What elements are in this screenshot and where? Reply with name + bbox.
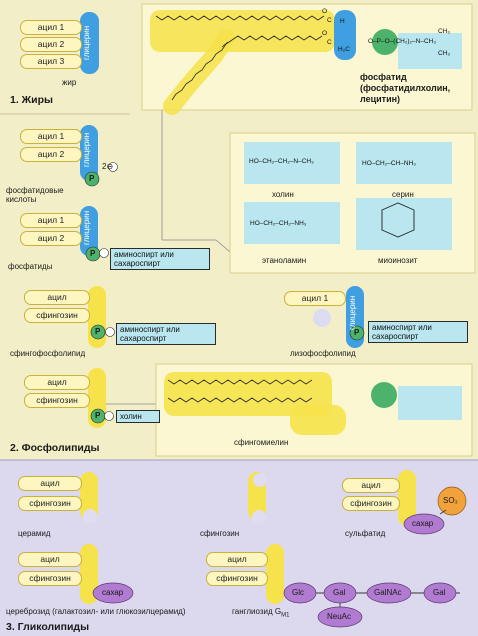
sugar-label-cerebroside: сахар (102, 588, 124, 597)
sphingosine-bar-ganglioside (266, 544, 284, 604)
sphingosine-bar-cerebroside (80, 544, 98, 604)
glc-label: Glc (292, 588, 304, 597)
sphingosine-caption: сфингозин (200, 529, 240, 538)
sphingosine-sulfatide: сфингозин (342, 496, 400, 511)
ganglioside-caption: ганглиозид GM1 (232, 607, 290, 619)
inositol-label: миоинозит (378, 256, 418, 265)
gal-2-label: Gal (433, 588, 446, 597)
sulfate-label: SO₃ (443, 496, 458, 505)
phosphate-circle-sphingomyelin (371, 382, 397, 408)
choline-formula: HO–CH₂–CH₂–N–CH₃ (249, 158, 314, 165)
acyl-2-phosphatides: ацил 2 (20, 231, 82, 246)
sugar-neuac (317, 606, 363, 628)
acyl-2-phosphatidic: ацил 2 (20, 147, 82, 162)
sphingosine-bar-sulfatide (398, 470, 416, 526)
phosphatidic-caption: фосфатидовые кислоты (6, 186, 64, 204)
choline-structure-box (244, 142, 340, 184)
sulfate-sulfatide (437, 486, 467, 516)
sugar-galnac (366, 582, 412, 604)
acyl-2-fat: ацил 2 (20, 37, 82, 52)
charge-phosphatidic: 2⊖ (102, 162, 114, 171)
phosphate-phosphatidic (84, 171, 100, 187)
serine-formula: HO–CH₂–CH–NH₃ (362, 160, 416, 167)
serine-label: серин (392, 190, 414, 199)
alcohol-box-sphingophospholipid: аминоспирт или сахароспирт (116, 323, 216, 345)
acyl-1-phosphatidic: ацил 1 (20, 129, 82, 144)
acyl-ceramide: ацил (18, 476, 82, 491)
choline-box-sphingomyelin (398, 386, 462, 420)
phosphate-lyso (349, 325, 365, 341)
sphingosine-ceramide: сфингозин (18, 496, 82, 511)
sugar-sulfatide (403, 513, 445, 535)
acyl-1-phosphatides: ацил 1 (20, 213, 82, 228)
phospho-formula: O–P–O–(CH₂)₂–N–CH₃ (368, 38, 437, 45)
acyl-cerebroside: ацил (18, 552, 82, 567)
acyl-1-fat: ацил 1 (20, 20, 82, 35)
ethanolamine-structure-box (244, 202, 340, 244)
acyl-3-fat: ацил 3 (20, 54, 82, 69)
glycerol-bar-phosphatidic (80, 125, 98, 181)
fat-caption: жир (62, 78, 77, 87)
sugar-gal-1 (323, 582, 357, 604)
sphingosine-cerebroside: сфингозин (18, 571, 82, 586)
sugar-cerebroside (92, 582, 134, 604)
sphingosine-ganglioside: сфингозин (206, 571, 268, 586)
sulfatide-caption: сульфатид (345, 529, 386, 538)
section-1-title: 1. Жиры (10, 94, 53, 106)
serine-structure-box (356, 142, 452, 184)
sugar-label-sulfatide: сахар (412, 519, 434, 528)
sphingophospholipid-caption: сфингофосфолипид (10, 349, 86, 358)
lysophospholipid-caption: лизофосфолипид (290, 349, 356, 358)
inositol-structure-box (356, 198, 452, 250)
glycerol-bar-fat (80, 12, 99, 74)
gal-1-label: Gal (333, 588, 346, 597)
acyl-ganglioside: ацил (206, 552, 268, 567)
sugar-glc (283, 582, 317, 604)
glycerol-label-phosphatides: глицерин (82, 210, 91, 246)
alcohol-box-lyso: аминоспирт или сахароспирт (368, 321, 468, 343)
cerebroside-caption: цереброзид (галактозил- или глюкозилцера… (6, 607, 186, 616)
galnac-label: GalNAc (374, 588, 402, 597)
sphingosine-sphingophospholipid: сфингозин (24, 308, 90, 323)
inositol-ring (381, 202, 415, 238)
sphingomyelin-caption: сфингомиелин (234, 438, 289, 447)
glycerol-bar-phosphatides (80, 206, 98, 256)
choline-box-lecithin (398, 33, 462, 69)
fatty-region-lecithin (150, 10, 335, 52)
phosphatides-caption: фосфатиды (8, 262, 53, 271)
glycerol-label-fat: глицерин (82, 25, 91, 61)
acyl-sulfatide: ацил (342, 478, 400, 493)
phosphate-sphingophospholipid (90, 324, 106, 340)
alcohol-box-phosphatides: аминоспирт или сахароспирт (110, 248, 210, 270)
section-3-title: 3. Гликолипиды (6, 621, 90, 633)
choline-box-sphingomyelin-head: холин (116, 410, 160, 423)
sphingosine-sphingomyelin: сфингозин (24, 393, 90, 408)
sphingosine-bar-ceramide (80, 472, 98, 520)
ethanolamine-formula: HO–CH₂–CH₂–NH₃ (250, 220, 307, 227)
phosphatide-caption: фосфатид (фосфатидилхолин, лецитин) (360, 72, 451, 104)
glycerol-label-phosphatidic: глицерин (82, 132, 91, 168)
ceramide-caption: церамид (18, 529, 51, 538)
section-2-title: 2. Фосфолипиды (10, 442, 100, 454)
acyl-lyso: ацил 1 (284, 291, 346, 306)
phosphate-circle-lecithin (372, 29, 398, 55)
ethanolamine-label: этаноламин (262, 256, 307, 265)
acyl-sphingomyelin: ацил (24, 375, 90, 390)
glycerol-region-lecithin (334, 10, 356, 60)
sugar-gal-2 (423, 582, 457, 604)
neuac-label: NeuAc (327, 612, 352, 621)
choline-label: холин (272, 190, 294, 199)
acyl-sphingophospholipid: ацил (24, 290, 90, 305)
